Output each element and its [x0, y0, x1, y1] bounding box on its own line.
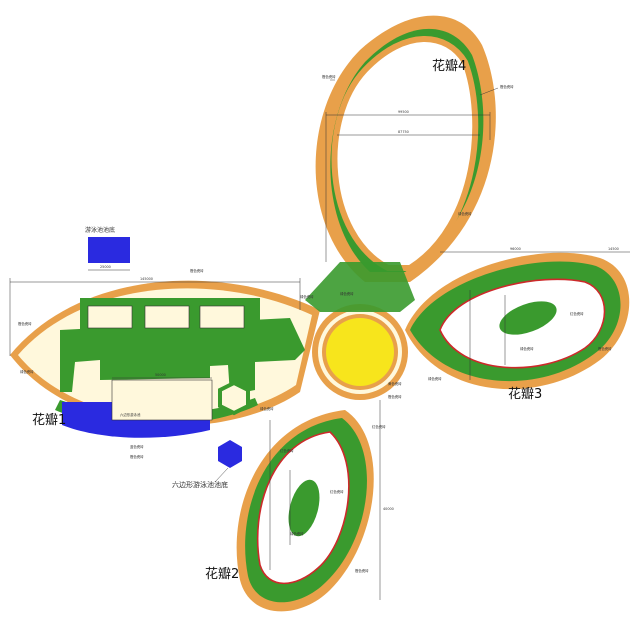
svg-text:绿色瓷砖: 绿色瓷砖	[520, 346, 534, 351]
svg-text:绿色瓷砖: 绿色瓷砖	[260, 406, 274, 411]
petal-1-label: 花瓣1	[32, 412, 66, 428]
pool-legend-swatch	[88, 237, 130, 263]
svg-text:黄色瓷砖: 黄色瓷砖	[388, 381, 402, 386]
petal-4-white-inner	[331, 36, 479, 271]
hex-pool-label: 六边形游泳池池底	[172, 480, 228, 489]
svg-text:橙色瓷砖: 橙色瓷砖	[388, 394, 402, 399]
pool-top-view-label: 游泳池池底	[85, 226, 115, 234]
petal-1-hexagon	[218, 380, 250, 416]
small-pool-1	[87, 305, 133, 329]
hex-pool: 六边形游泳池池底	[172, 440, 242, 489]
svg-text:橙色瓷砖: 橙色瓷砖	[18, 321, 32, 326]
pool-legend: 游泳池池底 25000	[85, 226, 130, 271]
svg-text:蓝色瓷砖: 蓝色瓷砖	[130, 444, 144, 449]
dimension-lines: 145000 96000 14500 99500 87750 40000 500…	[9, 110, 630, 600]
svg-text:橙色瓷砖: 橙色瓷砖	[130, 454, 144, 459]
svg-text:红色瓷砖: 红色瓷砖	[570, 311, 584, 316]
petal-3-label: 花瓣3	[508, 386, 542, 402]
svg-text:96000: 96000	[510, 247, 521, 251]
petal-4	[315, 15, 496, 282]
svg-text:红色瓷砖: 红色瓷砖	[280, 448, 294, 453]
svg-text:40000: 40000	[383, 507, 394, 511]
svg-text:六边形游泳池: 六边形游泳池	[120, 412, 141, 417]
svg-text:绿色瓷砖: 绿色瓷砖	[290, 531, 304, 536]
petal-2-label: 花瓣2	[205, 566, 239, 582]
svg-text:绿色瓷砖: 绿色瓷砖	[458, 211, 472, 216]
center-yellow	[326, 318, 394, 386]
svg-text:25000: 25000	[100, 265, 111, 269]
petal-3	[405, 252, 630, 390]
svg-text:绿色瓷砖: 绿色瓷砖	[20, 369, 34, 374]
main-pool-deck	[111, 379, 213, 421]
svg-text:红色瓷砖: 红色瓷砖	[330, 489, 344, 494]
svg-text:红色瓷砖: 红色瓷砖	[372, 424, 386, 429]
svg-text:绿色瓷砖: 绿色瓷砖	[300, 294, 314, 299]
svg-text:橙色瓷砖: 橙色瓷砖	[355, 568, 369, 573]
svg-text:50000: 50000	[155, 373, 166, 377]
svg-text:87750: 87750	[398, 130, 409, 134]
center-green-joint	[305, 262, 415, 312]
svg-text:99500: 99500	[398, 110, 409, 114]
petal-2	[236, 410, 374, 612]
petal-4-label: 花瓣4	[432, 58, 466, 74]
svg-text:橙色瓷砖: 橙色瓷砖	[322, 74, 336, 79]
svg-text:橙色瓷砖: 橙色瓷砖	[190, 268, 204, 273]
svg-text:橙色瓷砖: 橙色瓷砖	[598, 346, 612, 351]
leader-notes: 橙色瓷砖 橙色瓷砖 绿色瓷砖 红色瓷砖 橙色瓷砖 绿色瓷砖 绿色瓷砖 黄色瓷砖 …	[18, 74, 612, 573]
small-pool-3	[199, 305, 245, 329]
center-ring	[305, 262, 415, 400]
svg-text:14500: 14500	[608, 247, 619, 251]
petal-2-green-island	[288, 479, 320, 537]
petal-3-green-island	[499, 301, 557, 335]
svg-text:145000: 145000	[140, 277, 153, 281]
small-pool-2	[144, 305, 190, 329]
svg-text:绿色瓷砖: 绿色瓷砖	[340, 291, 354, 296]
petal-1	[10, 280, 320, 438]
svg-text:绿色瓷砖: 绿色瓷砖	[428, 376, 442, 381]
svg-text:橙色瓷砖: 橙色瓷砖	[500, 84, 514, 89]
hex-pool-blue	[218, 440, 242, 468]
